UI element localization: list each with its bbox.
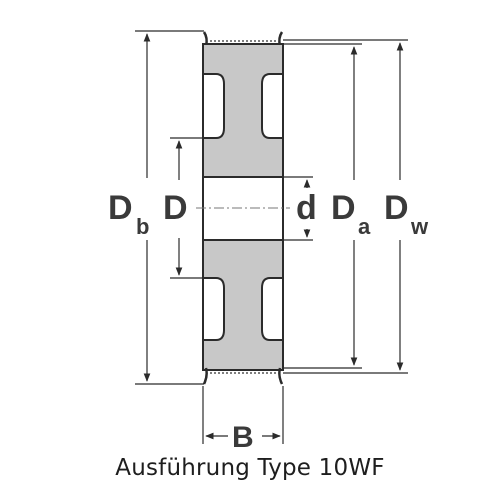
width-label: B	[232, 421, 254, 454]
bore-diameter-label: d	[296, 189, 317, 227]
dimension-labels: D b D d D a D w B	[108, 189, 429, 454]
dw-label-subscript: w	[410, 214, 429, 239]
da-label: D	[331, 189, 356, 227]
bottom-flange-left	[202, 367, 208, 385]
da-label-subscript: a	[358, 214, 371, 239]
bottom-flange-right	[278, 367, 284, 385]
dimension-lines	[135, 30, 408, 444]
upper-recess-right	[261, 73, 284, 139]
db-label: D	[108, 189, 133, 227]
db-label-subscript: b	[136, 214, 149, 239]
upper-recess-left	[202, 73, 225, 139]
pulley-body	[196, 31, 290, 385]
lower-recess-right	[261, 277, 284, 341]
diagram-caption: Ausführung Type 10WF	[115, 455, 385, 481]
hub-diameter-label: D	[163, 189, 188, 227]
lower-recess-left	[202, 277, 225, 341]
dw-label: D	[384, 189, 409, 227]
